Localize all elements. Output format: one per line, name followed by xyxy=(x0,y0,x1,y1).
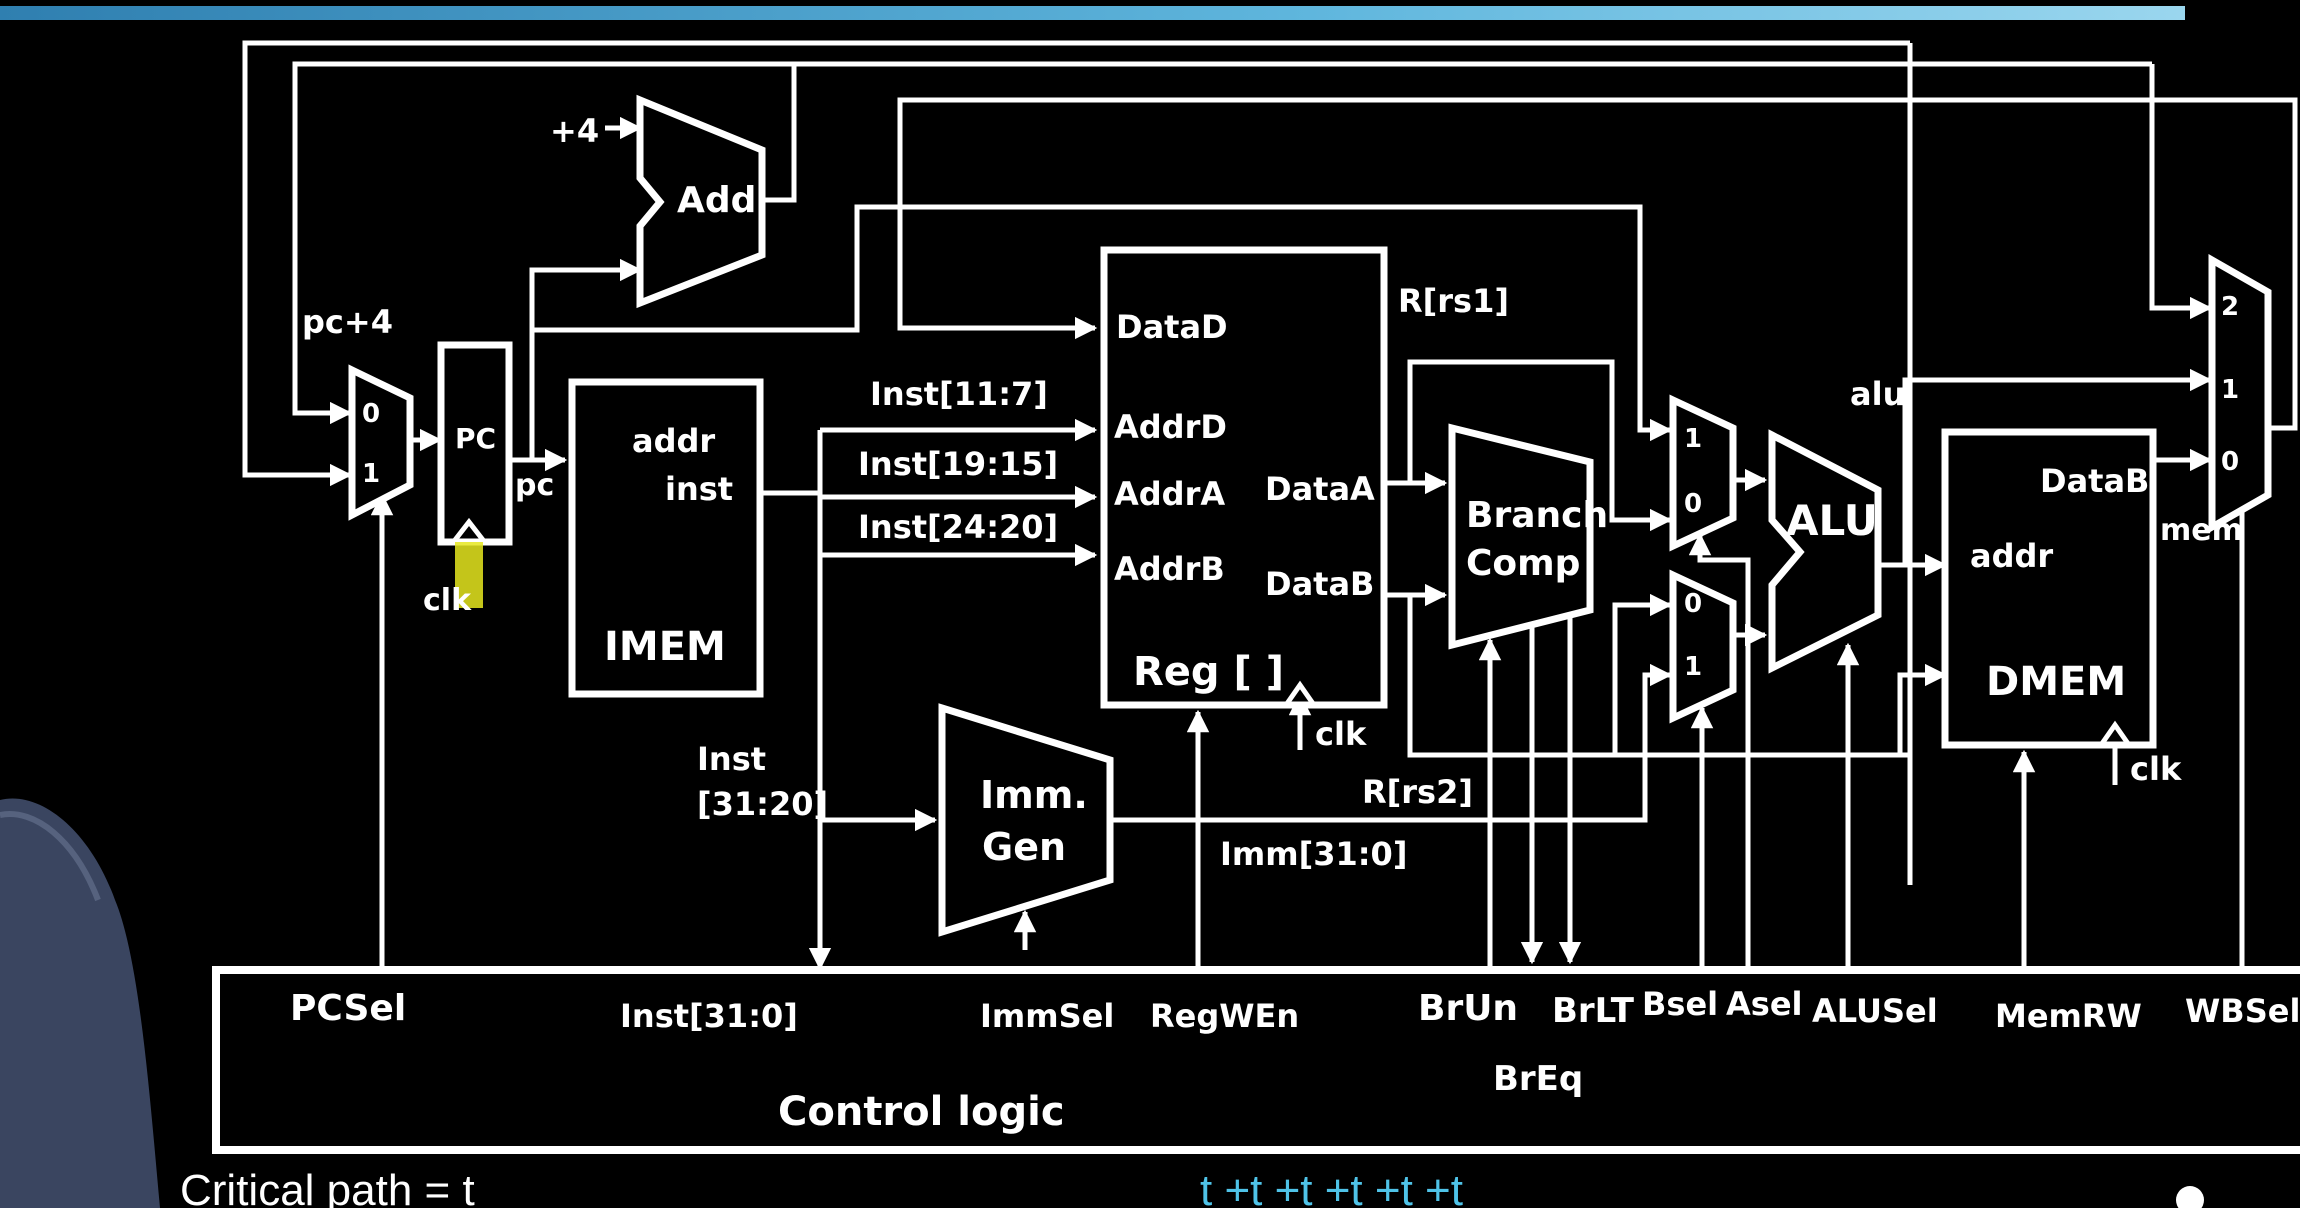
imem-addr-label: addr xyxy=(632,422,715,460)
signal-inst-19-15: Inst[19:15] xyxy=(858,445,1058,483)
signal-inst-11-7: Inst[11:7] xyxy=(870,375,1048,413)
presentation-icon xyxy=(2176,1186,2204,1208)
ctrl-memrw: MemRW xyxy=(1995,997,2142,1035)
port-addrb: AddrB xyxy=(1114,550,1225,588)
ctrl-asel: Asel xyxy=(1726,985,1802,1023)
port-datab: DataB xyxy=(1265,565,1374,603)
alu-block xyxy=(1772,435,1878,668)
port-addrd: AddrD xyxy=(1114,408,1227,446)
signal-clk-dmem: clk xyxy=(2130,750,2182,788)
ctrl-wbsel: WBSel xyxy=(2185,992,2300,1030)
dmem-datab-label: DataB xyxy=(2040,462,2149,500)
pc-label: PC xyxy=(455,422,496,455)
branch-comp-label-1: Branch xyxy=(1466,495,1608,536)
wb-mux-0: 0 xyxy=(2221,447,2239,477)
ctrl-alusel: ALUSel xyxy=(1812,992,1938,1030)
adder-label: Add xyxy=(677,180,756,221)
wb-mux-2: 2 xyxy=(2221,292,2239,322)
ctrl-immsel: ImmSel xyxy=(980,997,1114,1035)
signal-inst-24-20: Inst[24:20] xyxy=(858,508,1058,546)
dmem-addr-label: addr xyxy=(1970,537,2053,575)
ctrl-bsel: Bsel xyxy=(1642,985,1718,1023)
signal-inst-31-20-a: Inst xyxy=(697,740,766,778)
a-mux-1: 1 xyxy=(1684,424,1702,454)
signal-inst-31-20-b: [31:20] xyxy=(697,785,828,823)
branch-comp xyxy=(1452,428,1590,645)
ctrl-brun: BrUn xyxy=(1418,988,1518,1029)
signal-r-rs2: R[rs2] xyxy=(1362,773,1473,811)
ctrl-inst-31-0: Inst[31:0] xyxy=(620,997,798,1035)
signal-alu: alu xyxy=(1850,375,1905,413)
wb-mux-1: 1 xyxy=(2221,375,2239,405)
signal-pc-plus4: pc+4 xyxy=(302,303,393,341)
port-dataa: DataA xyxy=(1265,470,1375,508)
reg-label: Reg [ ] xyxy=(1133,649,1284,695)
dmem-label: DMEM xyxy=(1986,659,2126,705)
slide-top-bar xyxy=(0,6,2185,20)
branch-comp-label-2: Comp xyxy=(1466,543,1580,584)
signal-imm: Imm[31:0] xyxy=(1220,835,1407,873)
b-mux-1: 1 xyxy=(1684,652,1702,682)
ctrl-breq: BrEq xyxy=(1493,1059,1583,1099)
imem-inst-label: inst xyxy=(665,470,733,508)
imm-gen xyxy=(942,708,1110,932)
port-addra: AddrA xyxy=(1114,475,1225,513)
plus4-label: +4 xyxy=(550,112,599,150)
imem-label: IMEM xyxy=(604,624,726,670)
a-mux-0: 0 xyxy=(1684,489,1702,519)
signal-clk-reg: clk xyxy=(1315,715,1367,753)
signal-mem: mem xyxy=(2160,513,2243,548)
critical-path-terms: t +t +t +t +t +t xyxy=(1200,1166,1463,1208)
a-mux xyxy=(1673,400,1733,546)
pc-mux-0: 0 xyxy=(362,399,380,429)
signal-clk-pc: clk xyxy=(423,583,472,618)
ctrl-regwen: RegWEn xyxy=(1150,997,1299,1035)
ctrl-brlt: BrLT xyxy=(1552,991,1635,1031)
alu-label: ALU xyxy=(1786,496,1878,545)
port-datad: DataD xyxy=(1116,308,1228,346)
imm-gen-label-1: Imm. xyxy=(980,773,1088,817)
signal-pc: pc xyxy=(515,468,554,503)
pc-mux-1: 1 xyxy=(362,459,380,489)
pc-mux xyxy=(352,370,410,515)
signal-r-rs1: R[rs1] xyxy=(1398,282,1509,320)
ctrl-pcsel: PCSel xyxy=(290,988,406,1029)
b-mux-0: 0 xyxy=(1684,589,1702,619)
imm-gen-label-2: Gen xyxy=(982,825,1066,869)
critical-path-caption: Critical path = t xyxy=(180,1166,475,1208)
control-logic-label: Control logic xyxy=(778,1089,1065,1135)
b-mux xyxy=(1673,575,1733,718)
